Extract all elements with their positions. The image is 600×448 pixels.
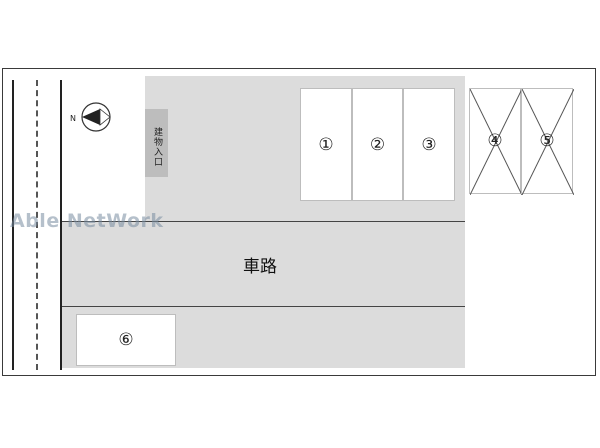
street-center-line [36, 80, 38, 370]
parking-space-5-label: ⑤ [539, 131, 555, 151]
building-entrance-label: 建物入口 [152, 127, 162, 167]
parking-space-3: ③ [403, 88, 455, 201]
parking-space-4: ④ [469, 88, 522, 195]
watermark: Able NetWork [10, 210, 164, 232]
parking-space-2: ② [352, 88, 403, 201]
site-boundary [2, 68, 596, 376]
north-compass-icon: N [70, 102, 111, 132]
parking-space-1-label: ① [318, 134, 334, 155]
parking-space-6-label: ⑥ [118, 330, 134, 350]
driveway-upper-line [62, 221, 465, 222]
unavailable-cross-icon [470, 89, 522, 195]
driveway-area [62, 222, 465, 306]
driveway-lower-line [62, 306, 465, 307]
parking-space-5: ⑤ [521, 88, 574, 195]
parking-space-3-label: ③ [421, 134, 437, 155]
compass-north-label: N [70, 114, 76, 123]
building-entrance: 建物入口 [145, 109, 168, 177]
parking-space-4-label: ④ [487, 131, 503, 151]
unavailable-cross-icon [522, 89, 574, 195]
parking-space-6: ⑥ [76, 314, 176, 366]
driveway-label: 車路 [243, 257, 277, 277]
parking-space-1: ① [300, 88, 352, 201]
street-edge-line [12, 80, 14, 370]
street-edge-line-right [60, 80, 62, 370]
parking-space-2-label: ② [369, 134, 386, 155]
